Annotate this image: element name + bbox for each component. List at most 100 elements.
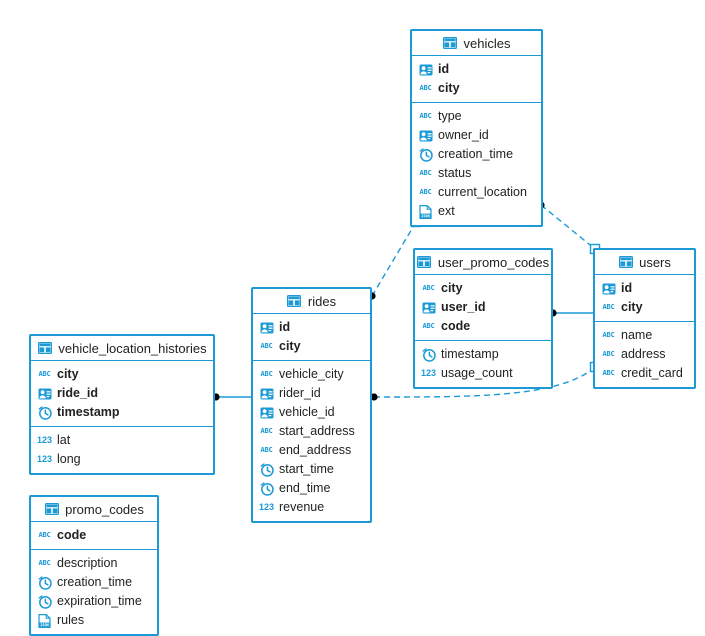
primary-key-row[interactable]: id <box>412 60 541 79</box>
column-name: revenue <box>279 500 325 515</box>
table-icon <box>37 341 52 355</box>
json-icon: JSON <box>37 613 52 628</box>
table-header-rides[interactable]: rides <box>253 289 370 314</box>
column-row[interactable]: 123 lat <box>31 431 213 450</box>
abc-text-icon: ABC <box>38 370 51 378</box>
primary-key-row[interactable]: id <box>595 279 694 298</box>
column-row[interactable]: ABC credit_card <box>595 364 694 383</box>
numeric-icon: 123 <box>36 454 53 464</box>
table-header-promo_codes[interactable]: promo_codes <box>31 497 157 522</box>
column-row[interactable]: creation_time <box>31 573 157 592</box>
clock-icon <box>37 575 52 590</box>
clock-icon <box>418 147 433 162</box>
relationship-user_promo_codes-users[interactable] <box>549 309 594 317</box>
column-name: code <box>57 528 87 543</box>
primary-key-row[interactable]: timestamp <box>31 403 213 422</box>
column-name: expiration_time <box>57 594 142 609</box>
column-name: code <box>441 319 471 334</box>
column-name: id <box>621 281 633 296</box>
column-name: creation_time <box>57 575 133 590</box>
key-icon <box>418 63 433 77</box>
column-name: timestamp <box>57 405 120 420</box>
key-icon <box>259 321 274 335</box>
abc-text-icon: ABC <box>260 427 273 435</box>
column-name: city <box>621 300 643 315</box>
column-name: credit_card <box>621 366 683 381</box>
column-row[interactable]: timestamp <box>415 345 551 364</box>
key-icon <box>37 387 52 401</box>
clock-icon <box>259 481 274 496</box>
key-icon <box>259 406 274 420</box>
column-name: id <box>279 320 291 335</box>
table-header-vehicle_location_histories[interactable]: vehicle_location_histories <box>31 336 213 361</box>
column-row[interactable]: start_time <box>253 460 370 479</box>
column-name: city <box>57 367 79 382</box>
column-row[interactable]: 123 revenue <box>253 498 370 517</box>
column-row[interactable]: end_time <box>253 479 370 498</box>
table-header-vehicles[interactable]: vehicles <box>412 31 541 56</box>
relationship-line <box>540 204 596 250</box>
abc-text-icon: ABC <box>602 331 615 339</box>
column-name: lat <box>57 433 71 448</box>
column-name: creation_time <box>438 147 514 162</box>
abc-text-icon: ABC <box>602 369 615 377</box>
column-row[interactable]: expiration_time <box>31 592 157 611</box>
primary-key-row[interactable]: id <box>253 318 370 337</box>
key-icon <box>601 282 616 296</box>
abc-text-icon: ABC <box>419 84 432 92</box>
column-name: rider_id <box>279 386 321 401</box>
primary-key-row[interactable]: user_id <box>415 298 551 317</box>
table-title: rides <box>307 293 337 309</box>
column-name: type <box>438 109 462 124</box>
key-icon <box>418 129 433 143</box>
column-name: id <box>438 62 450 77</box>
column-name: ext <box>438 204 455 219</box>
abc-text-icon: ABC <box>38 559 51 567</box>
table-header-users[interactable]: users <box>595 250 694 275</box>
column-row[interactable]: vehicle_id <box>253 403 370 422</box>
primary-key-row[interactable]: ABC city <box>31 365 213 384</box>
column-row[interactable]: rider_id <box>253 384 370 403</box>
relationship-vehicles-users[interactable] <box>537 201 601 255</box>
numeric-icon: 123 <box>36 435 53 445</box>
primary-key-row[interactable]: ride_id <box>31 384 213 403</box>
table-title: user_promo_codes <box>437 254 550 270</box>
numeric-icon: 123 <box>258 502 275 512</box>
column-row[interactable]: creation_time <box>412 145 541 164</box>
abc-text-icon: ABC <box>260 370 273 378</box>
table-title: vehicle_location_histories <box>58 340 207 356</box>
column-row[interactable]: owner_id <box>412 126 541 145</box>
table-header-user_promo_codes[interactable]: user_promo_codes <box>415 250 551 275</box>
relationship-vlh-rides[interactable] <box>212 393 252 401</box>
column-name: city <box>441 281 463 296</box>
